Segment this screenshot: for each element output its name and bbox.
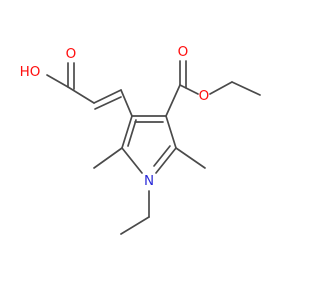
atom-label-layer: HO O O O N — [20, 44, 210, 189]
bond-n-ethyl-ch3 — [120, 216, 150, 235]
bond-c2-methyl — [93, 147, 123, 169]
bond-acid-c-alpha — [67, 86, 95, 104]
bond-ester-c-o-single — [179, 84, 199, 95]
ester-oxygen-label: O — [199, 88, 210, 104]
bond-ring-n-c2 — [121, 147, 143, 174]
bond-alpha-beta-outer — [93, 89, 122, 104]
bond-beta-ring — [120, 89, 133, 117]
bond-c4-ester-c — [165, 84, 181, 117]
bond-ring-c2-c3-inner — [127, 119, 137, 147]
bond-ring-c5-n-inner — [153, 145, 171, 167]
bond-ester-ch2-ch3 — [231, 81, 261, 96]
bond-ring-c4-c5 — [165, 115, 177, 149]
acid-carbonyl-oxygen-label: O — [66, 46, 77, 62]
bond-ring-c5-n-outer — [155, 147, 177, 174]
ester-carbonyl-oxygen-label: O — [178, 44, 189, 60]
bond-c5-methyl — [175, 147, 206, 169]
molecule-diagram: HO O O O N — [20, 44, 261, 235]
bond-acid-c-oh — [46, 74, 69, 88]
bond-layer — [46, 60, 261, 235]
bond-ring-c2-c3-outer — [121, 115, 133, 149]
bond-alpha-beta-inner — [94, 96, 122, 110]
hydroxyl-label: HO — [20, 64, 41, 80]
bond-ester-o-ch2 — [209, 81, 233, 95]
ring-nitrogen-label: N — [144, 173, 154, 189]
